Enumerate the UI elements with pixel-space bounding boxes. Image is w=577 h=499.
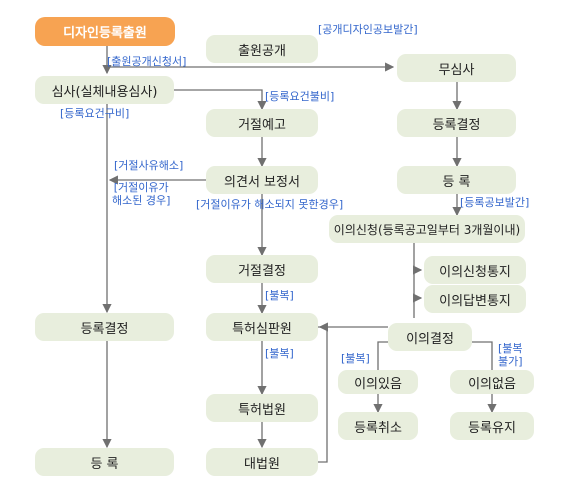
arrow-to-opposition-yes xyxy=(377,341,388,370)
label-design-publication: [공개디자인공보발간] xyxy=(318,23,418,36)
label-refusal-not-resolved: [거절이유가 해소되지 못한경우] xyxy=(196,198,344,211)
opposition-filing-box: 이의신청(등록공고일부터 3개월이내) xyxy=(329,215,525,243)
patent-trial-box: 특허심판원 xyxy=(206,313,318,341)
design-application-box: 디자인등록출원 xyxy=(35,17,175,46)
examination-box: 심사(실체내용심사) xyxy=(35,76,174,104)
opposition-decision-box: 이의결정 xyxy=(388,323,472,351)
registration-decision-left-box: 등록결정 xyxy=(35,313,174,341)
label-refusal-reason-resolved-2-line2: 해소된 경우] xyxy=(112,194,171,207)
opinion-amendment-box: 의견서 보정서 xyxy=(206,166,318,194)
label-registration-gazette: [등록공보발간] xyxy=(460,196,530,209)
label-requirements-met: [등록요건구비] xyxy=(60,107,130,120)
patent-court-box: 특허법원 xyxy=(206,394,318,422)
arrow-to-opposition-no xyxy=(472,341,493,370)
opposition-reply-box: 이의답변통지 xyxy=(424,285,526,313)
refusal-decision-box: 거절결정 xyxy=(206,255,318,283)
label-appeal-1: [불복] xyxy=(265,289,294,302)
registration-keep-box: 등록유지 xyxy=(450,412,534,440)
label-requirements-fail: [등록요건불비] xyxy=(265,90,335,103)
label-refusal-reason-resolved-2: [거절이유가 해소된 경우] xyxy=(112,181,170,207)
arrow-exam-to-refusal-notice xyxy=(174,89,267,111)
label-appeal-not-allowed: [불복 불가] xyxy=(498,342,523,368)
label-appeal-2: [불복] xyxy=(265,347,294,360)
line-trial-side-return xyxy=(317,326,328,463)
registration-cancel-box: 등록취소 xyxy=(338,412,418,440)
opposition-yes-box: 이의있음 xyxy=(338,370,418,394)
non-examination-box: 무심사 xyxy=(397,54,516,82)
supreme-court-box: 대법원 xyxy=(206,448,318,476)
registration-right-box: 등 록 xyxy=(397,166,516,194)
label-refusal-reason-resolved: [거절사유해소] xyxy=(114,159,184,172)
application-publication-box: 출원공개 xyxy=(206,35,318,63)
label-application-publication-request: [출원공개신청서] xyxy=(107,55,187,68)
label-appeal-not-allowed-line2: 불가] xyxy=(498,355,523,368)
registration-decision-right-box: 등록결정 xyxy=(397,109,516,137)
label-appeal-not-allowed-line1: [불복 xyxy=(498,342,523,355)
registration-left-box: 등 록 xyxy=(35,448,174,476)
opposition-notice-box: 이의신청통지 xyxy=(424,256,526,284)
label-appeal-3: [불복] xyxy=(341,352,370,365)
label-refusal-reason-resolved-2-line1: [거절이유가 xyxy=(113,181,169,194)
refusal-notice-box: 거절예고 xyxy=(206,109,318,137)
opposition-no-box: 이의없음 xyxy=(450,370,534,394)
